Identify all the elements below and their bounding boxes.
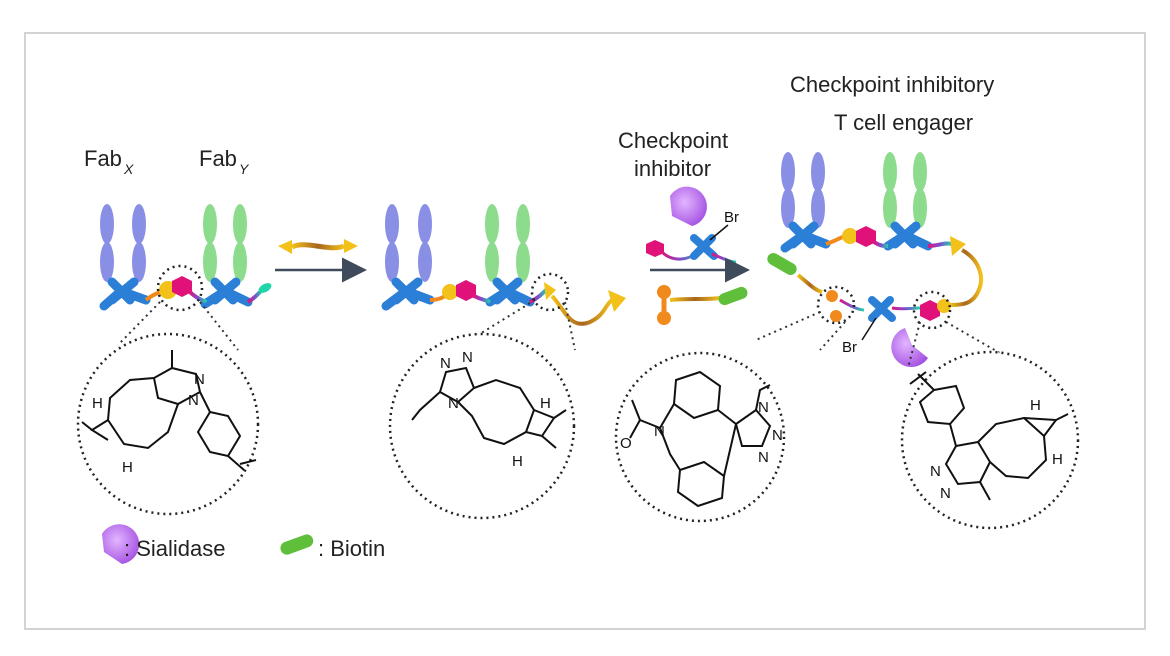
antibody-fab-y-1 <box>200 204 253 309</box>
svg-text:Y: Y <box>239 161 250 177</box>
biotin-linker-reagent <box>657 285 748 325</box>
svg-text:H: H <box>1052 451 1063 468</box>
cite-title-line2: T cell engager <box>834 110 973 135</box>
svg-text:H: H <box>92 395 103 412</box>
svg-text:N: N <box>194 371 205 388</box>
antibody-fab-y-3 <box>883 152 933 251</box>
br-label-top: Br <box>724 209 739 226</box>
sialidase-legend-icon <box>102 524 140 564</box>
svg-text:H: H <box>512 453 523 470</box>
svg-text:N: N <box>930 463 941 480</box>
checkpoint-inhibitor-line2: inhibitor <box>634 156 711 181</box>
legend-biotin: : Biotin <box>318 536 385 561</box>
zoom-ring-3 <box>816 285 856 325</box>
antibody-fab-x-2 <box>381 204 435 311</box>
zoom-ring-2 <box>530 272 570 312</box>
svg-text:N: N <box>772 427 783 444</box>
svg-text:N: N <box>440 355 451 372</box>
cite-title-line1: Checkpoint inhibitory <box>790 72 994 97</box>
svg-text:H: H <box>540 395 551 412</box>
structure-circle-2: N N N H H <box>388 332 576 520</box>
legend-sialidase: : Sialidase <box>124 536 226 561</box>
biotin-legend-icon <box>280 534 314 555</box>
tetrazine-linker-reagent <box>278 239 358 254</box>
svg-text:H: H <box>1030 397 1041 414</box>
structure-circle-4: N N H H <box>900 350 1080 530</box>
svg-text:Fab: Fab <box>199 146 237 171</box>
br-label-bottom: Br <box>842 339 857 356</box>
svg-text:N: N <box>758 399 769 416</box>
sialidase-reagent-top <box>670 186 707 226</box>
svg-text:N: N <box>448 395 459 412</box>
antibody-fab-y-2 <box>485 204 535 307</box>
svg-text:X: X <box>123 161 134 177</box>
antibody-fab-x-3 <box>780 152 831 253</box>
zoom-ring-1 <box>156 264 204 312</box>
svg-text:N: N <box>758 449 769 466</box>
antibody-fab-x-1 <box>99 204 151 311</box>
svg-text:N: N <box>462 349 473 366</box>
zoom-connectors <box>117 299 1013 369</box>
fab-y-label: Fab Y <box>199 146 250 177</box>
svg-text:N: N <box>654 423 665 440</box>
svg-text:H: H <box>122 459 133 476</box>
figure-frame <box>24 32 1146 630</box>
zoom-ring-4 <box>912 290 952 330</box>
svg-text:N: N <box>940 485 951 502</box>
structure-circle-1: N N H H <box>76 332 260 516</box>
structure-circle-3: N O N N N <box>614 351 786 523</box>
fab-x-label: Fab X <box>84 146 134 177</box>
legend: : Sialidase : Biotin <box>102 524 385 564</box>
svg-text:O: O <box>620 435 632 452</box>
svg-text:Fab: Fab <box>84 146 122 171</box>
svg-text:N: N <box>188 392 199 409</box>
sialidase-bound <box>891 328 928 367</box>
checkpoint-inhibitor-line1: Checkpoint <box>618 128 728 153</box>
linker-node-1 <box>172 276 192 297</box>
